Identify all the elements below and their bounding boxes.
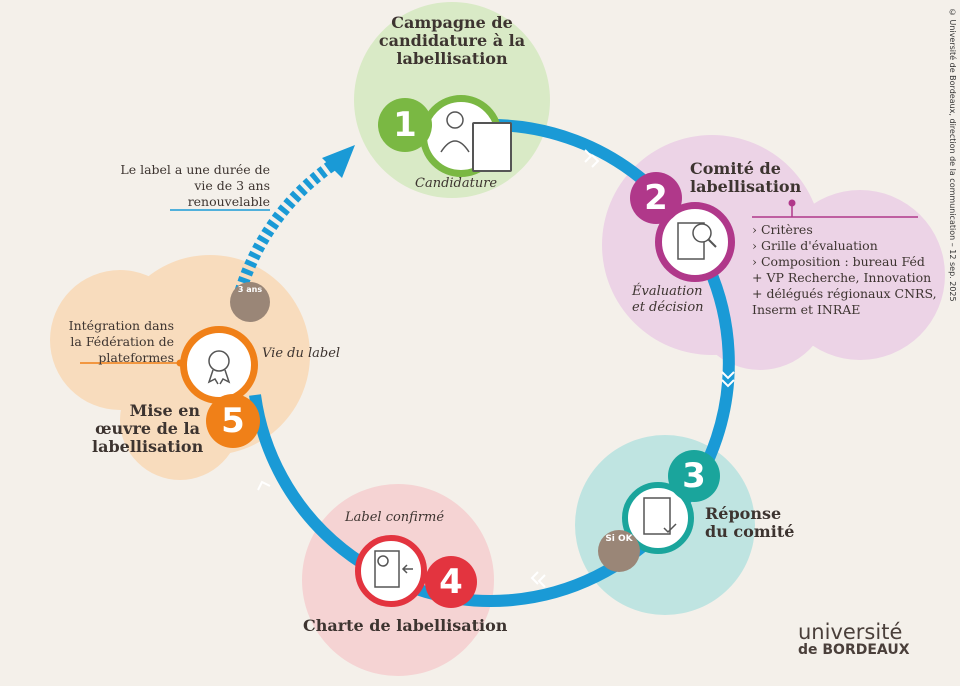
step2-number: 2 [630,172,682,224]
step3-number: 3 [668,450,720,502]
form-icon [472,122,512,172]
detail-item: › Grille d'évaluation [752,238,878,253]
detail-item: › Composition : bureau Féd + VP Recherch… [752,254,937,317]
direction-chevrons [257,149,735,588]
step5-caption: Vie du label [262,346,341,361]
university-logo: université de BORDEAUX [798,620,910,659]
step2-caption: Évaluation et décision [632,284,704,315]
step5-title: Mise en œuvre de la labellisation [92,401,204,456]
step4-number: 4 [425,556,477,608]
detail-item: › Critères [752,222,813,237]
step4-title: Charte de labellisation [303,616,508,635]
lifetime-note: Le label a une durée de vie de 3 ans ren… [120,162,270,209]
si-ok-badge: Si OK [598,530,640,572]
step5-number: 5 [206,394,260,448]
document-magnifier-icon [655,202,735,282]
step2-details: › Critères › Grille d'évaluation › Compo… [752,222,937,318]
arrow-head-icon [322,145,355,178]
step1-caption: Candidature [415,176,498,191]
step3-title: Réponse du comité [705,504,795,541]
checked-document-icon [622,482,694,554]
step2-title: Comité de labellisation [690,159,802,196]
step1-number: 1 [378,98,432,152]
step1-title: Campagne de candidature à la labellisati… [378,13,526,68]
step4-caption: Label confirmé [345,510,445,525]
step5-note: Intégration dans la Fédération de platef… [68,318,174,365]
certificate-icon [355,535,427,607]
cycle-ring-dashed [232,154,344,302]
three-years-badge: 3 ans [230,282,270,322]
award-ribbon-icon [180,326,258,404]
credit-text: © Université de Bordeaux, direction de l… [948,8,957,302]
